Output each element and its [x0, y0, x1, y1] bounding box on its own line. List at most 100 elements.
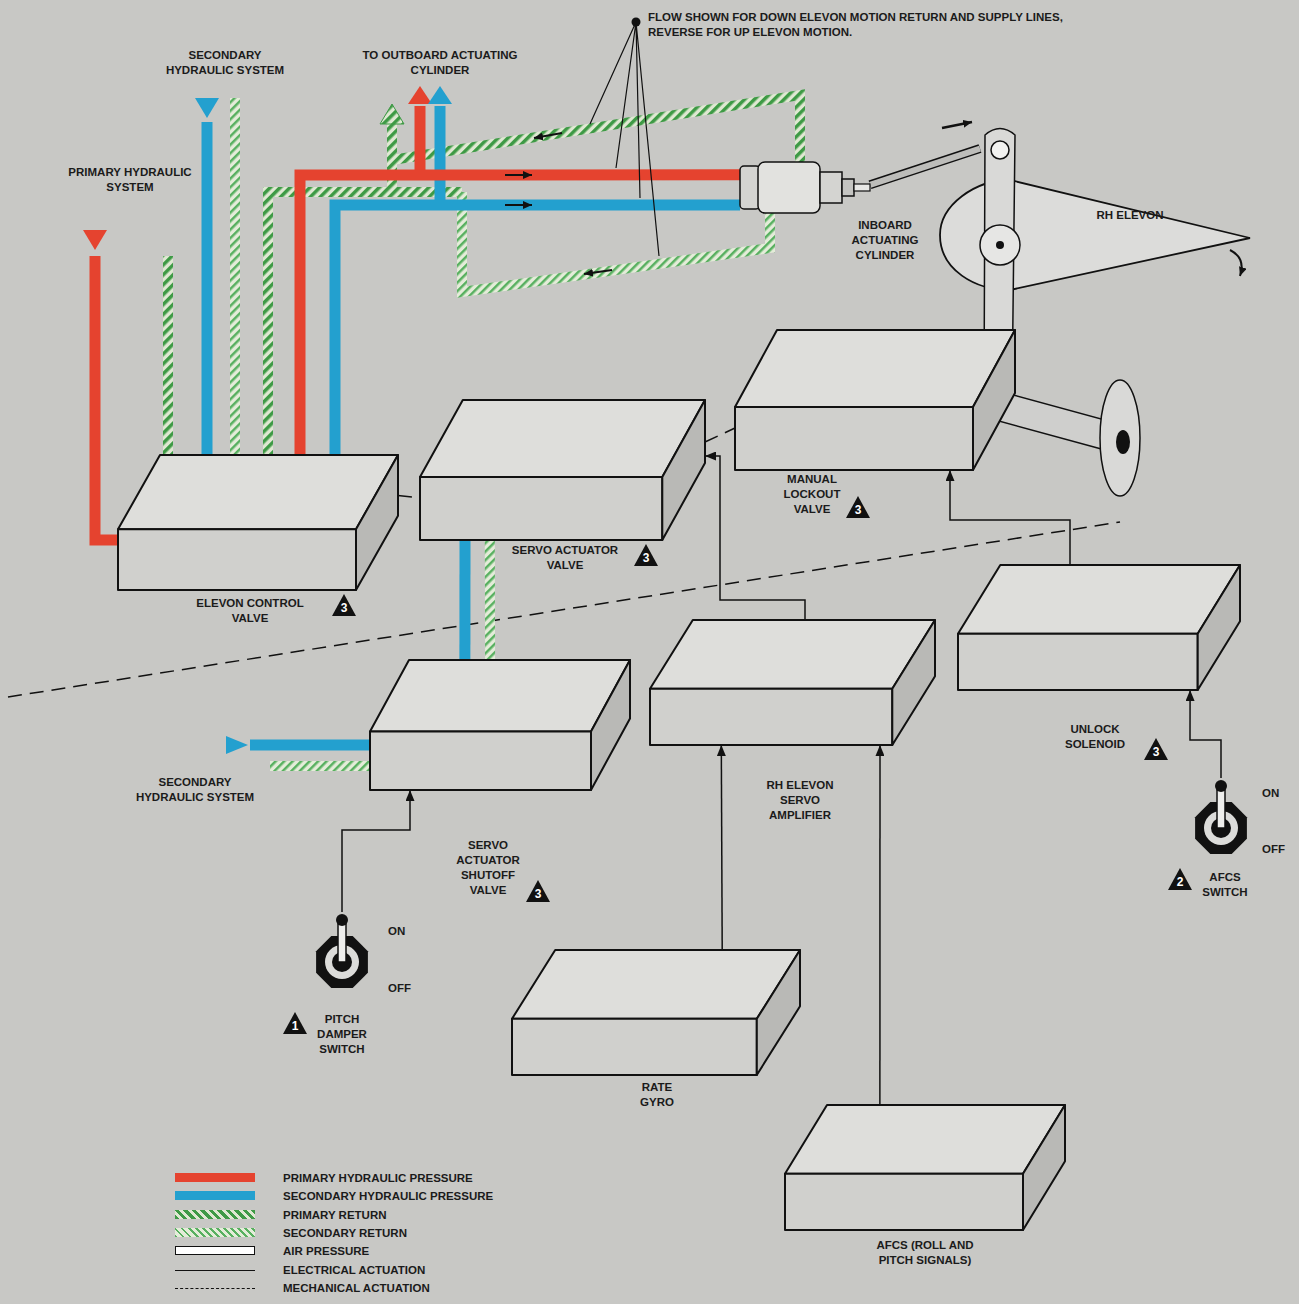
path-part	[95, 256, 140, 540]
component-label: SERVO ACTUATOR SHUTOFF VALVE	[445, 838, 531, 898]
component-label: UNLOCK SOLENOID	[1050, 722, 1140, 752]
path-part	[392, 95, 800, 168]
computer-block: AFCS (ROLL AND PITCH SIGNALS)	[785, 1105, 1065, 1230]
path-part	[1230, 250, 1242, 276]
switch-position: OFF	[1262, 842, 1285, 857]
gyro-block: RATE GYRO	[512, 950, 800, 1075]
callout-number: 3	[634, 544, 658, 565]
block-side	[973, 330, 1015, 470]
callout-number: 3	[846, 496, 870, 517]
actuating-cylinder: INBOARD ACTUATING CYLINDER	[740, 160, 870, 215]
legend-text: MECHANICAL ACTUATION	[283, 1280, 430, 1296]
connector-line	[879, 745, 881, 1105]
line-label: SECONDARY HYDRAULIC SYSTEM	[155, 48, 295, 78]
connector	[950, 470, 1070, 565]
block-top	[420, 400, 705, 477]
legend-row: SECONDARY RETURN	[175, 1225, 515, 1241]
legend-swatch	[175, 1246, 255, 1255]
connector	[721, 745, 723, 950]
switch-position: ON	[388, 924, 405, 939]
legend-row: MECHANICAL ACTUATION	[175, 1280, 515, 1296]
connector	[870, 149, 980, 185]
connector-line	[705, 428, 735, 442]
block-front	[650, 689, 892, 745]
path-part	[202, 122, 213, 470]
block-front	[370, 732, 591, 791]
component-label: MANUAL LOCKOUT VALVE	[772, 472, 852, 517]
path-part	[505, 204, 532, 206]
legend-row: SECONDARY HYDRAULIC PRESSURE	[175, 1188, 515, 1204]
connector	[1190, 690, 1221, 778]
callout-number: 3	[1144, 738, 1168, 759]
block-front	[420, 477, 662, 540]
connector-line	[342, 790, 410, 912]
legend-row: PRIMARY HYDRAULIC PRESSURE	[175, 1170, 515, 1186]
component-label: RH ELEVON	[1088, 208, 1172, 223]
toggle-switch-outline	[306, 912, 378, 998]
amplifier-block: RH ELEVON SERVO AMPLIFIER	[650, 620, 935, 745]
callout-number: 1	[283, 1012, 307, 1033]
actuating-cylinder-outline	[740, 160, 870, 215]
block-side	[662, 400, 705, 540]
legend-swatch	[175, 1210, 255, 1219]
valve-block: ELEVON CONTROL VALVE	[118, 455, 398, 590]
component-label: SERVO ACTUATOR VALVE	[500, 543, 630, 573]
polygon-part	[83, 230, 107, 250]
line-label: TO OUTBOARD ACTUATING CYLINDER	[360, 48, 520, 78]
switch-lever	[1217, 786, 1225, 828]
switch-lever	[338, 920, 346, 962]
elevon-surface: RH ELEVON	[980, 120, 1260, 340]
block-front	[118, 529, 356, 590]
cylinder-neck	[820, 172, 842, 203]
block-side	[356, 455, 398, 590]
block-top	[650, 620, 935, 689]
legend-row: ELECTRICAL ACTUATION	[175, 1262, 515, 1278]
valve-block: MANUAL LOCKOUT VALVE	[735, 330, 1015, 470]
valve-block-outline	[370, 660, 630, 790]
component-label: RH ELEVON SERVO AMPLIFIER	[752, 778, 848, 823]
mount-plate	[1100, 380, 1140, 496]
path-part	[584, 270, 612, 274]
piston-rod	[854, 184, 870, 191]
mount-hole	[1116, 430, 1130, 454]
bellcrank-pin	[991, 141, 1009, 159]
connector	[705, 428, 735, 442]
path-part	[435, 106, 446, 205]
block-front	[958, 634, 1198, 690]
legend-text: ELECTRICAL ACTUATION	[283, 1262, 425, 1278]
callout-number: 3	[332, 594, 356, 616]
legend-swatch	[175, 1191, 255, 1200]
block-side	[591, 660, 630, 790]
connector	[465, 540, 490, 660]
valve-block: SERVO ACTUATOR SHUTOFF VALVE	[370, 660, 630, 790]
cylinder-body	[758, 162, 820, 213]
callout-number: 3	[526, 880, 550, 901]
cylinder-gland	[842, 179, 854, 196]
line-label: SECONDARY HYDRAULIC SYSTEM	[125, 775, 265, 805]
path-part	[590, 22, 659, 256]
legend-text: SECONDARY HYDRAULIC PRESSURE	[283, 1188, 493, 1204]
component-label: PITCH DAMPER SWITCH	[302, 1012, 382, 1057]
path-part	[942, 122, 972, 128]
legend-row: PRIMARY RETURN	[175, 1207, 515, 1223]
switch-knob	[1215, 780, 1227, 792]
elevon-surface-outline	[980, 120, 1260, 340]
component-label: AFCS (ROLL AND PITCH SIGNALS)	[865, 1238, 985, 1268]
block-top	[370, 660, 630, 732]
callout-number: 3	[1144, 738, 1168, 760]
bellcrank-hub	[980, 225, 1020, 265]
path-part	[230, 98, 240, 470]
polygon-part	[226, 736, 248, 754]
valve-block-outline	[118, 455, 398, 590]
path-part	[505, 174, 532, 176]
polygon-part	[428, 86, 452, 104]
block-side	[1198, 565, 1240, 690]
component-label: ELEVON CONTROL VALVE	[180, 596, 320, 626]
legend-text: SECONDARY RETURN	[283, 1225, 407, 1241]
computer-block-outline	[785, 1105, 1065, 1230]
path-part	[163, 256, 173, 470]
toggle-switch-outline	[1185, 778, 1257, 864]
legend-swatch	[175, 1173, 255, 1182]
